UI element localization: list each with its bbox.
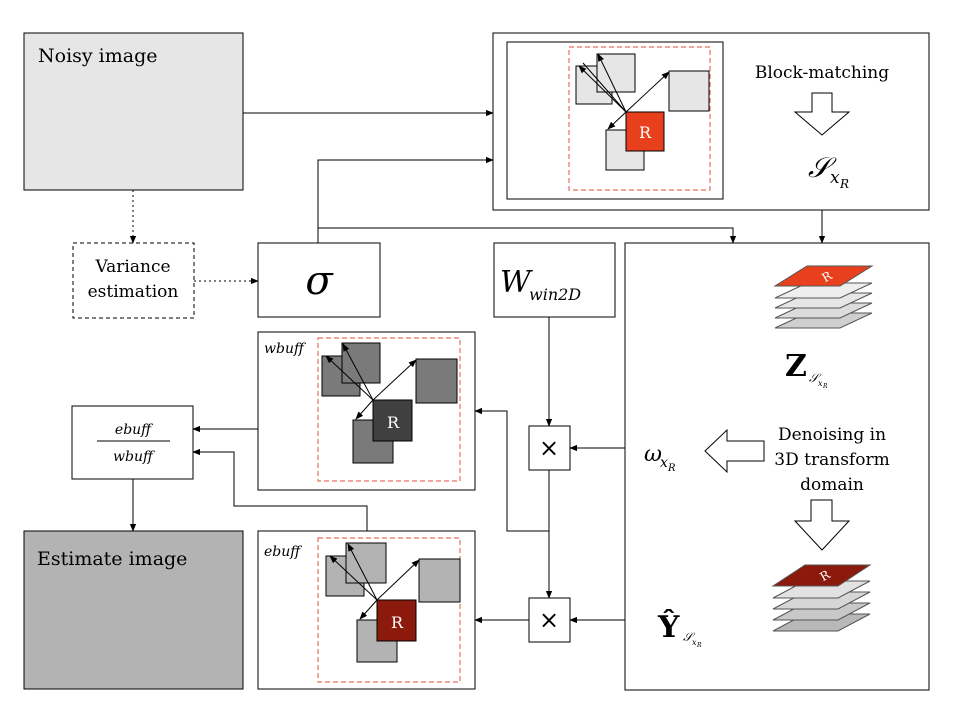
group-stack: R bbox=[773, 265, 874, 329]
denoising-line3: domain bbox=[800, 475, 864, 495]
svg-text:x: x bbox=[660, 455, 668, 471]
multiplier-top: × bbox=[528, 425, 571, 471]
svg-text:×: × bbox=[539, 434, 559, 462]
sigma-box: σ bbox=[257, 242, 381, 318]
svg-text:×: × bbox=[539, 606, 559, 634]
svg-text:ω: ω bbox=[644, 442, 662, 467]
block-matching-panel: R Block-matching 𝒮 x R bbox=[492, 32, 930, 211]
reference-block bbox=[625, 111, 665, 152]
matched-block bbox=[668, 70, 710, 112]
svg-text:R: R bbox=[391, 613, 404, 632]
wbuff-label: wbuff bbox=[264, 341, 306, 357]
denoising-line1: Denoising in bbox=[778, 425, 886, 445]
svg-text:R: R bbox=[696, 642, 702, 649]
multiplier-bottom: × bbox=[528, 597, 571, 643]
wbuff-panel: wbuff R bbox=[257, 331, 476, 491]
svg-text:x: x bbox=[818, 379, 823, 388]
svg-text:R: R bbox=[839, 177, 849, 191]
noisy-image-box: Noisy image bbox=[23, 32, 244, 191]
wbuff-reference-block bbox=[372, 399, 413, 442]
left-arrow-icon bbox=[704, 428, 765, 474]
ebuff-reference-block bbox=[376, 599, 417, 642]
transform-panel: R Z 𝒮 x R Denoising in 3D transform doma… bbox=[624, 242, 930, 691]
connectors bbox=[129, 109, 826, 624]
svg-text:R: R bbox=[667, 463, 676, 474]
down-arrow-icon bbox=[793, 92, 851, 136]
svg-text:x: x bbox=[692, 638, 697, 647]
svg-text:x: x bbox=[830, 168, 840, 188]
svg-text:R: R bbox=[387, 413, 400, 432]
search-window bbox=[568, 46, 711, 191]
svg-text:R: R bbox=[822, 383, 828, 390]
svg-text:Variance: Variance bbox=[94, 257, 170, 277]
group-symbol: Z 𝒮 x R bbox=[785, 349, 828, 390]
svg-text:Z: Z bbox=[785, 349, 807, 384]
down-arrow-icon bbox=[793, 499, 851, 551]
estimate-group-symbol: Ŷ 𝒮 x R bbox=[657, 609, 702, 649]
weight-symbol: ω x R bbox=[644, 442, 676, 474]
estimate-image-label: Estimate image bbox=[37, 548, 187, 570]
ratio-box: ebuff wbuff bbox=[71, 405, 194, 480]
window-symbol: W bbox=[500, 265, 533, 300]
denoising-line2: 3D transform bbox=[774, 450, 889, 470]
noisy-image-label: Noisy image bbox=[38, 45, 158, 67]
block-matching-label: Block-matching bbox=[755, 63, 889, 83]
svg-text:ebuff: ebuff bbox=[115, 422, 153, 438]
ebuff-label: ebuff bbox=[264, 544, 302, 560]
estimate-stack: R bbox=[771, 564, 872, 632]
window-box: W win2D bbox=[493, 242, 616, 318]
svg-text:wbuff: wbuff bbox=[113, 449, 155, 465]
sigma-symbol: σ bbox=[305, 258, 334, 304]
svg-text:estimation: estimation bbox=[88, 282, 179, 302]
variance-estimation-box: Variance estimation bbox=[72, 242, 195, 319]
reference-block-label: R bbox=[639, 123, 652, 142]
window-subscript: win2D bbox=[529, 285, 581, 304]
estimate-image-box: Estimate image bbox=[23, 530, 244, 690]
svg-text:Ŷ: Ŷ bbox=[657, 609, 680, 645]
matched-block bbox=[596, 53, 636, 93]
ebuff-panel: ebuff R bbox=[257, 530, 476, 690]
